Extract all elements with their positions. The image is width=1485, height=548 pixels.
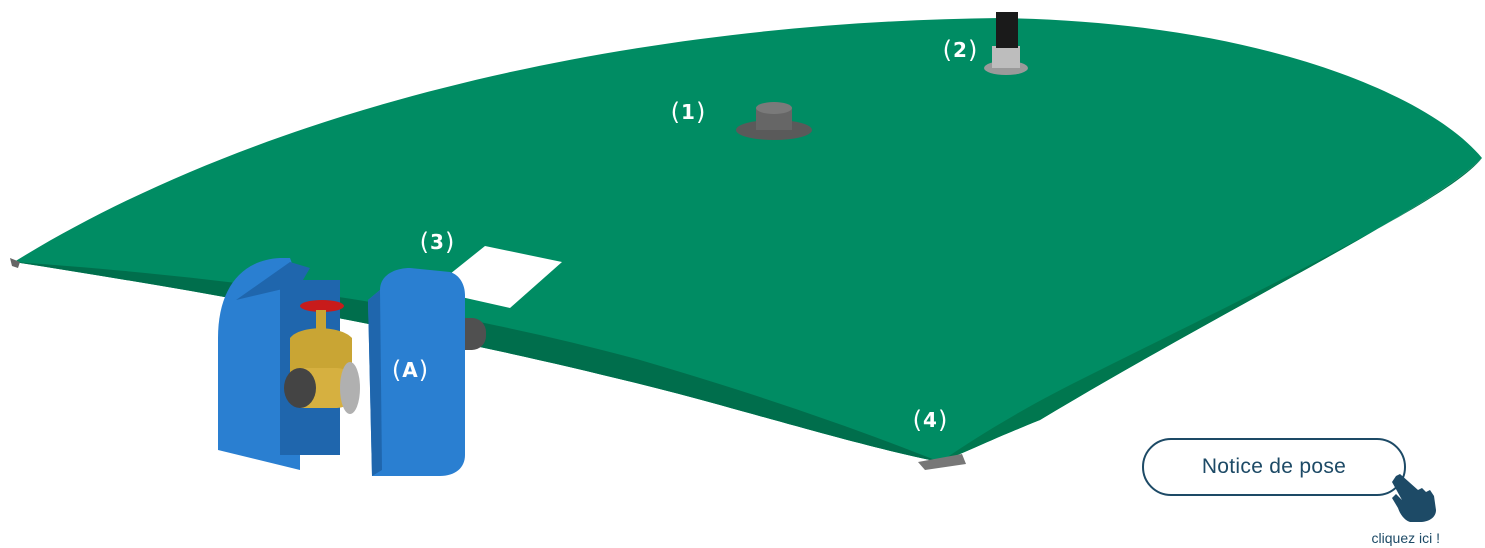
- pointing-hand-icon[interactable]: [1388, 472, 1442, 524]
- marker-3-label: 3: [430, 230, 444, 254]
- marker-1-label: 1: [681, 100, 695, 124]
- marker-4[interactable]: (4): [908, 400, 952, 440]
- marker-a[interactable]: (A): [388, 350, 432, 390]
- marker-1[interactable]: (1): [666, 92, 710, 132]
- installation-guide-cta: Notice de pose cliquez ici !: [1140, 438, 1450, 548]
- installation-guide-label: Notice de pose: [1202, 455, 1346, 479]
- marker-4-label: 4: [923, 408, 937, 432]
- click-here-text: cliquez ici !: [1372, 530, 1440, 546]
- marker-2[interactable]: (2): [938, 30, 982, 70]
- marker-2-label: 2: [953, 38, 967, 62]
- marker-3[interactable]: (3): [415, 222, 459, 262]
- marker-a-label: A: [402, 358, 417, 382]
- installation-guide-button[interactable]: Notice de pose: [1142, 438, 1406, 496]
